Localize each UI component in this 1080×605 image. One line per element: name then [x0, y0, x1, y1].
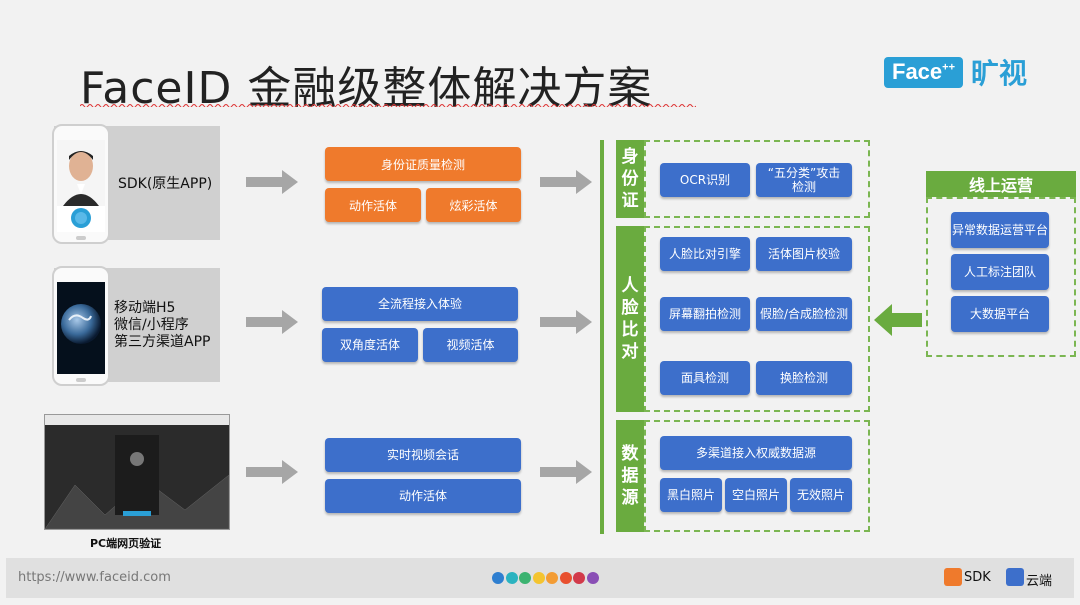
arrow-right-icon — [246, 460, 298, 484]
idcard-section-box — [644, 140, 870, 218]
bw-photo-box: 黑白照片 — [660, 478, 722, 512]
big-data-platform-box: 大数据平台 — [951, 296, 1049, 332]
footer-dot — [559, 572, 572, 584]
legend-sdk-swatch — [944, 568, 962, 586]
fake-face-detect-box: 假脸/合成脸检测 — [756, 297, 852, 331]
pc-browser-screenshot — [44, 414, 230, 530]
abnormal-data-ops-box: 异常数据运营平台 — [951, 212, 1049, 248]
arrow-right-icon — [246, 170, 298, 194]
footer-dot — [505, 572, 518, 584]
footer-url: https://www.faceid.com — [18, 570, 171, 585]
face-swap-detect-box: 换脸检测 — [756, 361, 852, 395]
source-label-mobile: 移动端H5 微信/小程序 第三方渠道APP — [114, 300, 211, 350]
arrow-right-icon — [540, 460, 592, 484]
arrow-right-icon — [540, 170, 592, 194]
footer-dot — [573, 572, 585, 584]
idcard-section-tab: 身份证 — [616, 140, 644, 218]
title-spellcheck-underline — [80, 104, 696, 107]
online-ops-box — [926, 197, 1076, 357]
face-compare-section-box — [644, 226, 870, 412]
source-label-pc: PC端网页验证 — [90, 537, 162, 550]
full-flow-experience-box: 全流程接入体验 — [322, 287, 518, 321]
arrow-right-icon — [246, 310, 298, 334]
legend-cloud-label: 云端 — [1026, 574, 1053, 589]
video-liveness-box: 视频活体 — [423, 328, 518, 362]
face-photo-icon — [57, 140, 105, 228]
ocr-box: OCR识别 — [660, 163, 750, 197]
blank-photo-box: 空白照片 — [725, 478, 787, 512]
phone-mockup — [52, 266, 110, 386]
mask-detect-box: 面具检测 — [660, 361, 750, 395]
faceplusplus-logo: Face++ 旷视 — [884, 52, 1027, 92]
source-label-sdk: SDK(原生APP) — [118, 176, 213, 192]
arrow-left-icon — [874, 304, 922, 336]
footer-dot — [546, 572, 558, 584]
data-source-section-box — [644, 420, 870, 532]
invalid-photo-box: 无效照片 — [790, 478, 852, 512]
dual-angle-liveness-box: 双角度活体 — [322, 328, 418, 362]
legend-cloud-swatch — [1006, 568, 1024, 586]
cloud-bracket-line — [600, 140, 604, 534]
authority-data-source-box: 多渠道接入权威数据源 — [660, 436, 852, 470]
flash-liveness-box: 炫彩活体 — [426, 188, 521, 222]
earth-icon — [61, 304, 101, 344]
action-liveness-box: 动作活体 — [325, 479, 521, 513]
online-ops-title: 线上运营 — [926, 171, 1076, 197]
footer-dot — [586, 572, 599, 584]
footer-dot — [492, 572, 504, 584]
five-class-attack-detect-box: “五分类”攻击检测 — [756, 163, 852, 197]
manual-label-team-box: 人工标注团队 — [951, 254, 1049, 290]
footer-dot — [519, 572, 531, 584]
data-source-section-tab: 数据源 — [616, 420, 644, 532]
face-compare-engine-box: 人脸比对引擎 — [660, 237, 750, 271]
arrow-right-icon — [540, 310, 592, 334]
screen-recapture-detect-box: 屏幕翻拍检测 — [660, 297, 750, 331]
face-compare-section-tab: 人脸比对 — [616, 226, 644, 412]
action-liveness-box: 动作活体 — [325, 188, 421, 222]
legend-sdk-label: SDK — [964, 570, 991, 585]
footer-dot — [532, 572, 545, 584]
liveness-image-verify-box: 活体图片校验 — [756, 237, 852, 271]
realtime-video-session-box: 实时视频会话 — [325, 438, 521, 472]
idcard-quality-check-box: 身份证质量检测 — [325, 147, 521, 181]
phone-mockup — [52, 124, 110, 244]
